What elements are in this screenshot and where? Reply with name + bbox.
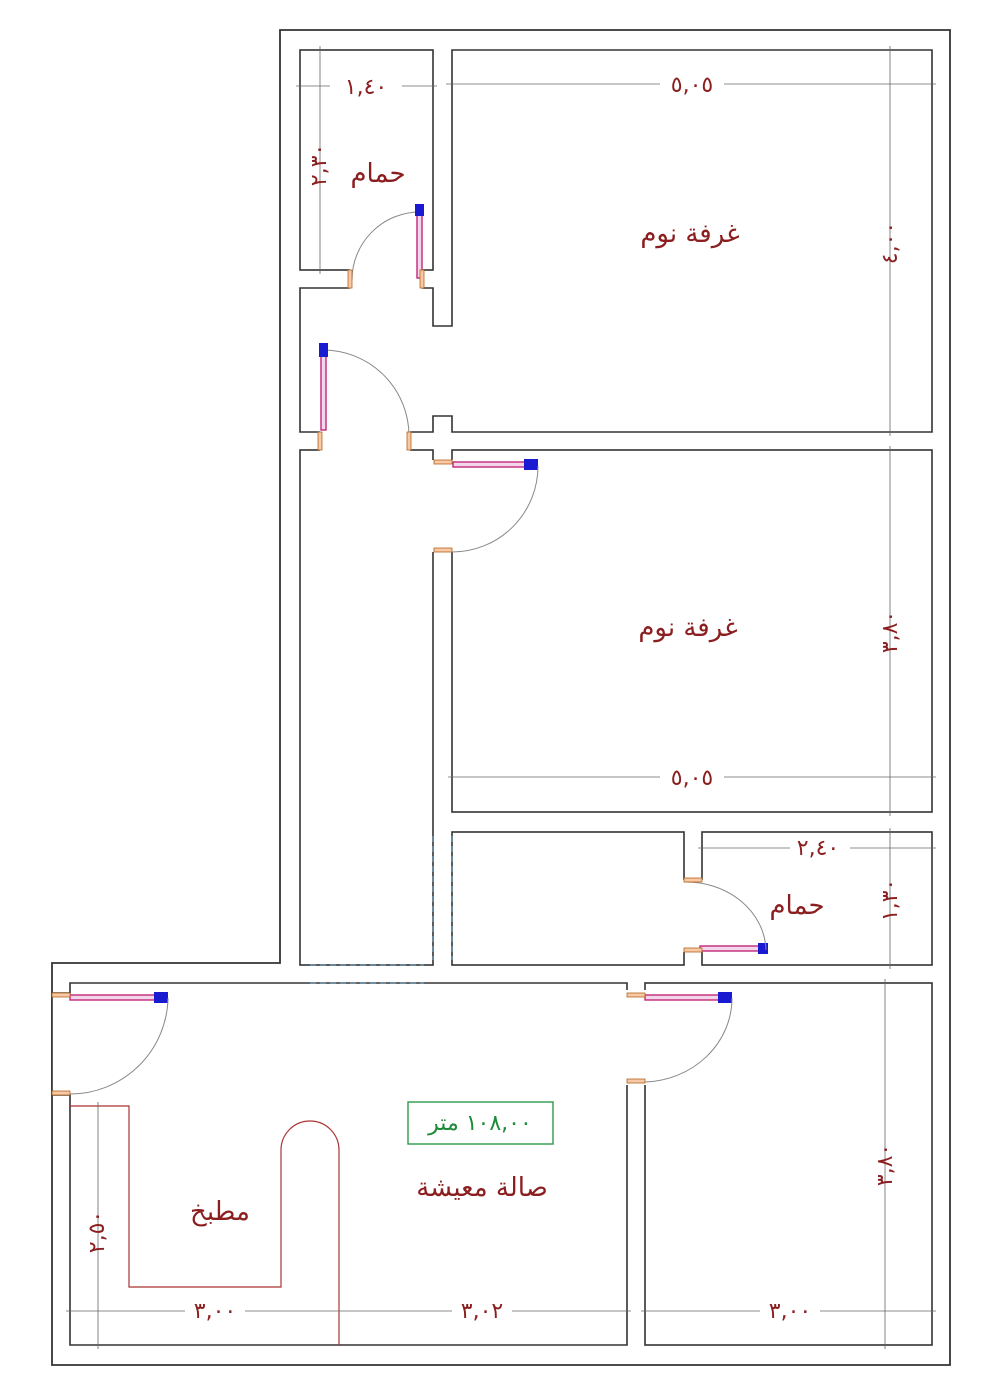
label-living: صالة معيشة (416, 1173, 548, 1203)
door-entrance[interactable] (51, 992, 169, 1096)
dim-bedroom-middle-width: ٥,٠٥ (671, 766, 713, 791)
label-bedroom-middle: غرفة نوم (638, 613, 737, 643)
dimension-lines (66, 46, 936, 1349)
dim-room-bottom-right-width: ٣,٠٠ (769, 1299, 811, 1324)
door-bathroom-top[interactable] (347, 204, 425, 290)
room-bottom-right (644, 982, 933, 1346)
area-box (407, 1101, 554, 1145)
dim-bathroom-middle-length: ١,٣٠ (878, 879, 903, 921)
dim-bathroom-top-width: ١,٤٠ (345, 75, 387, 100)
dim-kitchen-length: ٢,٥٠ (85, 1211, 110, 1253)
dim-bedroom-top-width: ٥,٠٥ (671, 73, 713, 98)
bedroom-middle (451, 449, 933, 813)
door-bedroom-middle[interactable] (431, 459, 539, 553)
door-bathroom-middle[interactable] (682, 877, 768, 954)
dim-living-width: ٣,٠٢ (461, 1299, 503, 1324)
dim-bathroom-top-length: ٢,٣٠ (307, 144, 332, 186)
label-bathroom-middle: حمام (769, 891, 824, 921)
total-area: ١٠٨,٠٠ متر (427, 1111, 532, 1136)
corridor (299, 449, 434, 966)
label-bedroom-top: غرفة نوم (640, 219, 739, 249)
dim-kitchen-width: ٣,٠٠ (194, 1299, 236, 1324)
door-room-bottom-right[interactable] (625, 990, 733, 1085)
kitchen-counter (70, 1105, 340, 1345)
storage-room (451, 831, 685, 966)
opening-gap (311, 963, 423, 964)
dim-bedroom-top-length: ٤,٠٠ (878, 222, 903, 264)
dim-bedroom-middle-length: ٣,٨٠ (878, 611, 903, 653)
bedroom-top (299, 49, 933, 433)
dim-room-bottom-right-length: ٣,٨٠ (873, 1144, 898, 1186)
label-kitchen: مطبخ (190, 1197, 250, 1227)
dim-bathroom-middle-width: ٢,٤٠ (797, 836, 839, 861)
door-corridor-top[interactable] (317, 343, 412, 452)
label-bathroom-top: حمام (350, 159, 405, 189)
